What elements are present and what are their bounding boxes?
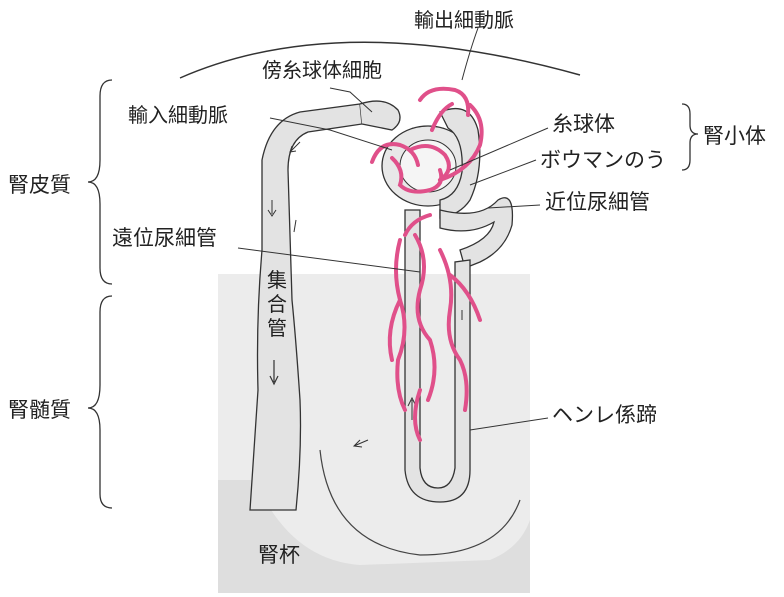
collecting-duct-label: 集合管 — [266, 268, 288, 340]
distal-tubule — [360, 101, 400, 130]
proximal-tubule-label: 近位尿細管 — [545, 192, 650, 213]
medulla-bracket — [88, 296, 112, 508]
loop-of-henle-label: ヘンレ係蹄 — [552, 405, 657, 426]
juxtaglomerular-cells-label: 傍糸球体細胞 — [262, 60, 382, 80]
glomerulus-label: 糸球体 — [552, 114, 615, 135]
renal-medulla-label: 腎髄質 — [8, 400, 71, 421]
distal-tubule-label: 遠位尿細管 — [112, 228, 217, 249]
renal-calyx-label: 腎杯 — [258, 545, 300, 566]
afferent-arteriole-label: 輸入細動脈 — [128, 105, 228, 125]
renal-corpuscle-label: 腎小体 — [703, 126, 766, 147]
cortex-bracket — [88, 80, 112, 284]
corpuscle-bracket — [682, 104, 698, 170]
renal-cortex-label: 腎皮質 — [8, 175, 71, 196]
bowmans-capsule-label: ボウマンのう — [540, 150, 666, 171]
efferent-arteriole-label: 輸出細動脈 — [414, 10, 514, 30]
